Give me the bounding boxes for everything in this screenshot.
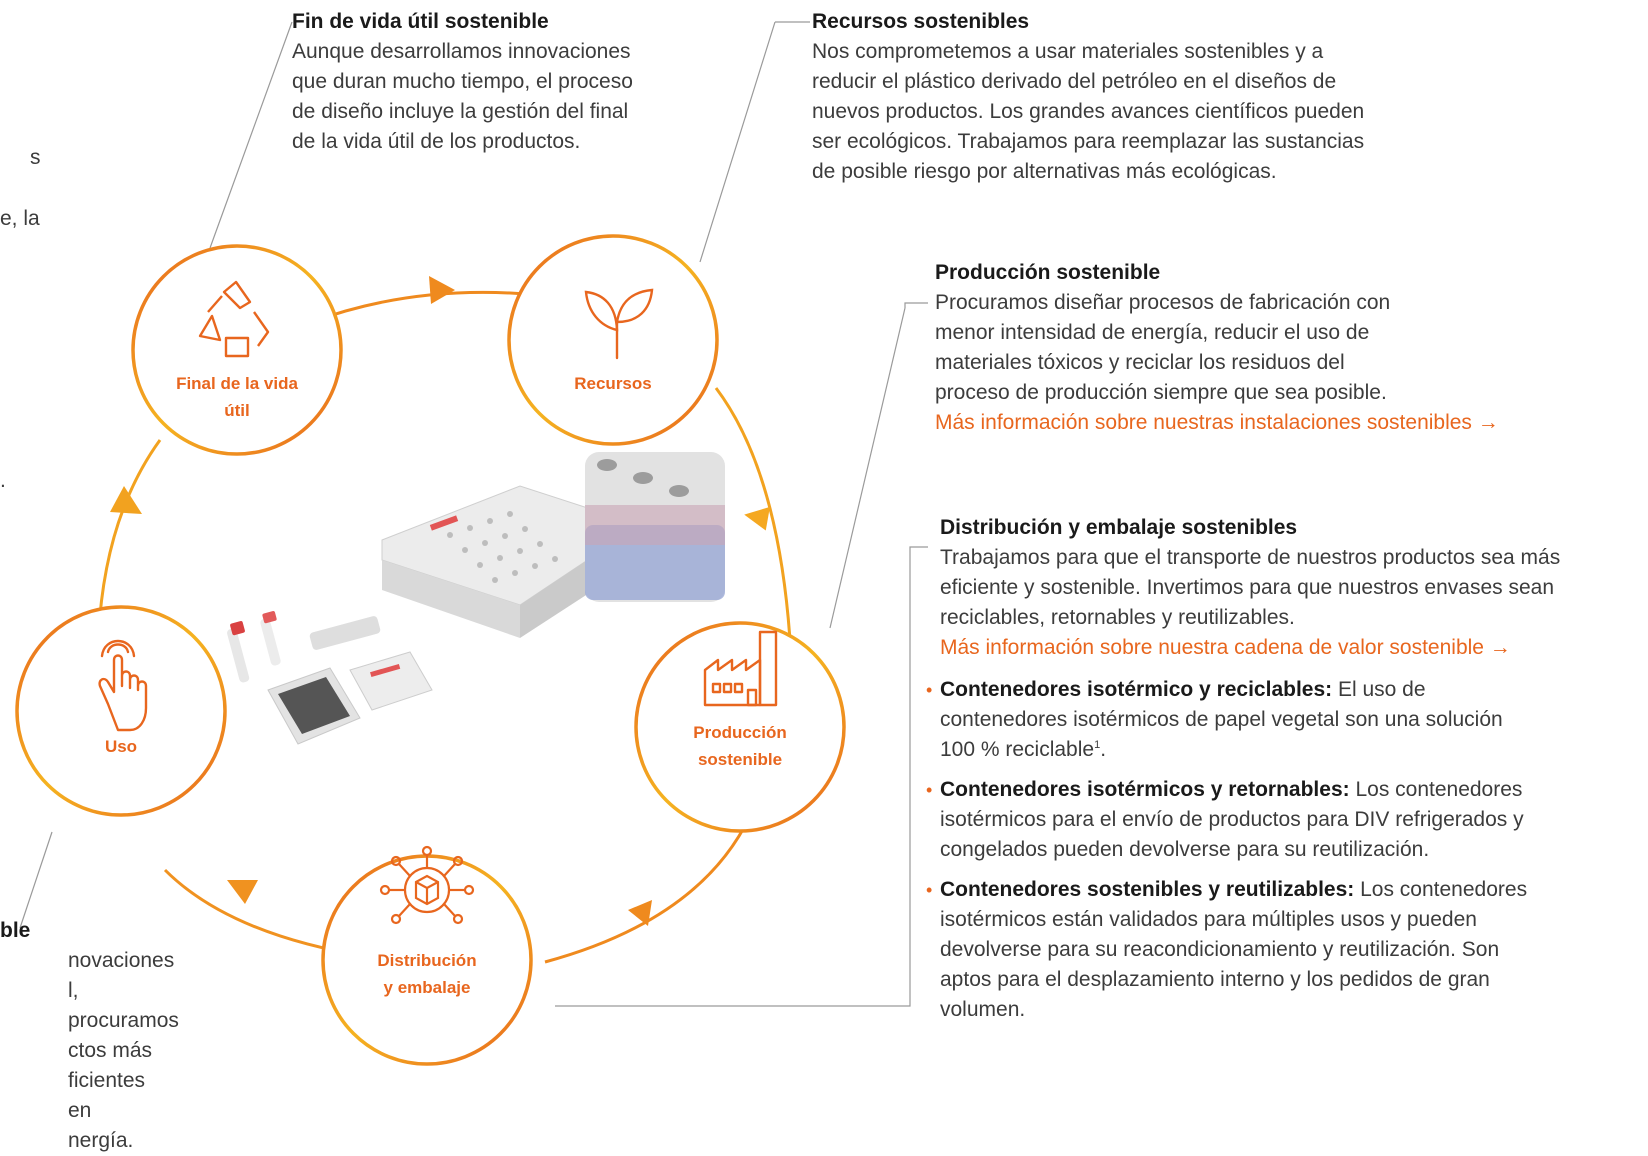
node-final-vida-line2: útil xyxy=(224,401,250,420)
left-fragment-1: s xyxy=(30,146,41,169)
lifecycle-diagram: Final de la vida útil Recursos Producció… xyxy=(15,21,928,1066)
connector-distribucion xyxy=(555,546,928,1007)
fin-vida-title: Fin de vida útil sostenible xyxy=(292,10,549,33)
connector-lines xyxy=(19,21,928,1007)
arc-recursos-produccion xyxy=(714,387,792,641)
bullet-reciclables-end: . xyxy=(1100,738,1107,761)
bullet-reciclables-bold: Contenedores isotérmico y reciclables: xyxy=(940,678,1333,701)
arrow-4 xyxy=(227,880,258,904)
fin-vida-body: Aunque desarrollamos innovaciones que du… xyxy=(292,40,633,153)
node-uso-label: Uso xyxy=(105,737,137,756)
bullet-retornables-text: Los contenedores isotérmicos para el env… xyxy=(940,778,1524,861)
node-distribucion-line1: Distribución xyxy=(377,951,476,970)
distribucion-body: Trabajamos para que el transporte de nue… xyxy=(940,546,1561,629)
recycle-icon xyxy=(198,280,270,358)
cycle-arrows xyxy=(110,276,770,926)
network-box-icon xyxy=(379,845,475,925)
fin-vida-block: Fin de vida útil sostenible Aunque desar… xyxy=(292,7,637,157)
bullet-item-reciclables: Contenedores isotérmico y reciclables: E… xyxy=(926,675,1530,765)
sprout-icon xyxy=(584,288,654,360)
connector-uso xyxy=(19,831,53,929)
left-uso-line-2: l, procuramos xyxy=(68,979,179,1032)
left-fragment-2: e, la xyxy=(0,207,40,230)
left-uso-title: ble xyxy=(0,919,31,942)
sample-tubes xyxy=(227,611,281,683)
arrow-2 xyxy=(744,506,770,531)
bullet-reciclables-sup: 1 xyxy=(1094,739,1101,751)
recursos-block: Recursos sostenibles Nos comprometemos a… xyxy=(812,7,1367,187)
distribucion-title: Distribución y embalaje sostenibles xyxy=(940,516,1298,539)
node-distribucion[interactable]: Distribución y embalaje xyxy=(321,845,533,1066)
touch-hand-icon xyxy=(98,639,148,732)
produccion-body: Procuramos diseñar procesos de fabricaci… xyxy=(935,291,1391,404)
produccion-link[interactable]: Más información sobre nuestras instalaci… xyxy=(935,411,1499,434)
recursos-title: Recursos sostenibles xyxy=(812,10,1030,33)
connector-recursos xyxy=(699,21,776,263)
node-produccion[interactable]: Producción sostenible xyxy=(634,621,846,833)
bullet-reciclables-text: El uso de contenedores isotérmicos de pa… xyxy=(940,678,1503,761)
arrow-1 xyxy=(429,276,455,304)
node-final-vida[interactable]: Final de la vida útil xyxy=(131,244,343,456)
node-distribucion-line2: y embalaje xyxy=(384,978,471,997)
factory-icon xyxy=(703,630,778,707)
recursos-body: Nos comprometemos a usar materiales sost… xyxy=(812,40,1365,183)
node-recursos[interactable]: Recursos xyxy=(507,234,719,446)
left-uso-line-1: novaciones xyxy=(68,949,175,972)
bullet-item-retornables: Contenedores isotérmicos y retornables: … xyxy=(926,775,1580,865)
node-produccion-line2: sostenible xyxy=(698,750,782,769)
bullet-reutilizables-text: Los contenedores isotérmicos están valid… xyxy=(940,878,1528,1021)
arc-fin-recursos xyxy=(311,290,549,324)
cartridge-strip xyxy=(309,616,381,650)
connector-fin-vida xyxy=(209,21,293,249)
sample-rack xyxy=(267,667,361,745)
arrow-3 xyxy=(628,900,652,926)
left-uso-line-4: ficientes en xyxy=(68,1069,146,1122)
distribucion-block: Distribución y embalaje sostenibles Trab… xyxy=(926,513,1580,1035)
small-device xyxy=(349,651,433,711)
produccion-title: Producción sostenible xyxy=(935,261,1161,284)
arrow-5 xyxy=(110,486,142,514)
connector-produccion xyxy=(829,307,906,629)
left-uso-line-3: ctos más xyxy=(68,1039,153,1062)
node-uso[interactable]: Uso xyxy=(15,605,227,817)
left-uso-text: ble novaciones l, procuramos ctos más fi… xyxy=(0,916,179,1156)
connector-produccion-tick xyxy=(904,302,928,308)
bullet-item-reutilizables: Contenedores sostenibles y reutilizables… xyxy=(926,875,1540,1025)
node-final-vida-line1: Final de la vida xyxy=(176,374,298,393)
left-fragment-3: . xyxy=(0,469,6,492)
arc-produccion-distribucion xyxy=(544,815,752,964)
analyzer-box xyxy=(585,452,725,602)
product-illustration xyxy=(227,452,725,745)
bullet-retornables-bold: Contenedores isotérmicos y retornables: xyxy=(940,778,1350,801)
left-uso-line-5: nergía. xyxy=(68,1129,134,1152)
node-produccion-line1: Producción xyxy=(693,723,787,742)
node-recursos-label: Recursos xyxy=(574,374,651,393)
bullet-reutilizables-bold: Contenedores sostenibles y reutilizables… xyxy=(940,878,1355,901)
distribucion-link[interactable]: Más información sobre nuestra cadena de … xyxy=(940,636,1511,659)
produccion-block: Producción sostenible Procuramos diseñar… xyxy=(935,258,1575,438)
